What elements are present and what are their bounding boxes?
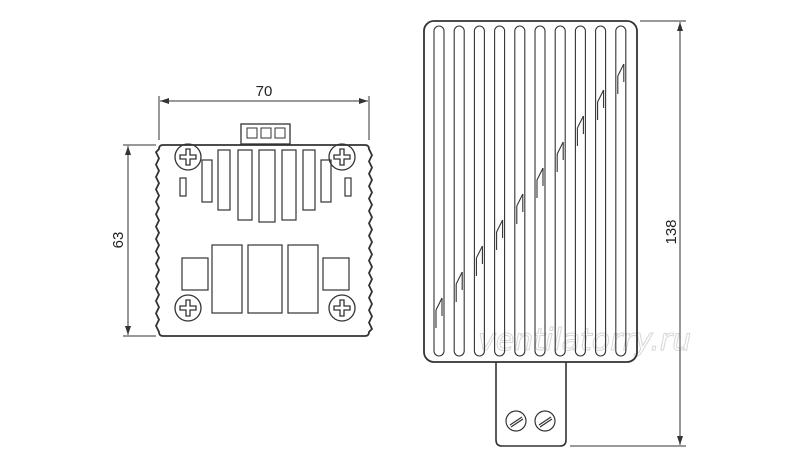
- screw-icon: [174, 294, 202, 322]
- fin: [574, 25, 586, 357]
- watermark: ventilatorry.ru: [478, 323, 691, 358]
- front-housing: [154, 144, 374, 337]
- terminal-screw-icon: [505, 410, 527, 432]
- mounting-screws: [174, 143, 356, 322]
- fin: [615, 25, 627, 357]
- fin: [595, 25, 607, 357]
- side-dimensions: [570, 20, 686, 447]
- terminal-screws: [505, 410, 556, 432]
- fin: [534, 25, 546, 357]
- lower-ribs: [181, 244, 350, 314]
- cooling-fins: [433, 25, 627, 357]
- top-connector: [240, 123, 291, 145]
- fin: [473, 25, 485, 357]
- fin: [554, 25, 566, 357]
- front-dimensions: [123, 96, 370, 337]
- terminal-block: [495, 362, 567, 447]
- screw-icon: [328, 143, 356, 171]
- fin: [453, 25, 465, 357]
- screw-icon: [328, 294, 356, 322]
- fin: [494, 25, 506, 357]
- side-housing: [423, 20, 638, 363]
- height-dimension-label: 63: [110, 232, 127, 249]
- front-view: [154, 123, 374, 337]
- upper-ribs: [179, 149, 352, 223]
- fin: [433, 25, 445, 357]
- width-dimension-label: 70: [256, 83, 273, 100]
- length-dimension-label: 138: [663, 219, 680, 244]
- side-view: [423, 20, 638, 447]
- screw-icon: [174, 143, 202, 171]
- terminal-screw-icon: [534, 410, 556, 432]
- fin: [514, 25, 526, 357]
